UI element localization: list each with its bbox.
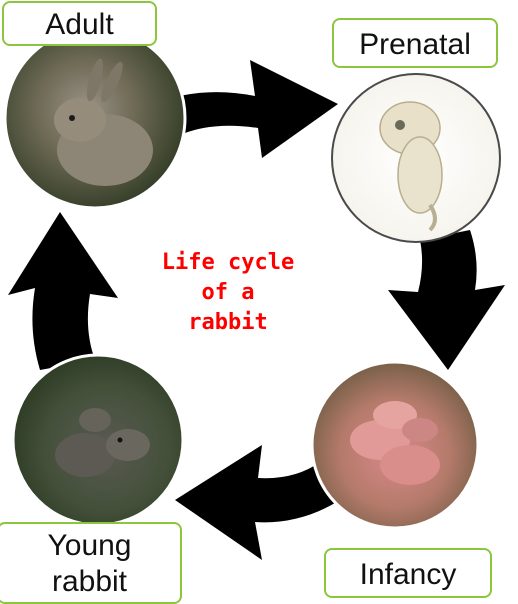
stage-label-prenatal: Prenatal	[332, 18, 498, 68]
stage-label-young-rabbit: Young rabbit	[0, 522, 182, 604]
stage-label-adult: Adult	[2, 1, 157, 46]
arrow-prenatal-to-infancy	[388, 230, 505, 370]
young-label-line-2: rabbit	[0, 564, 180, 600]
photo-young-rabbits	[13, 355, 183, 525]
photo-adult-rabbit	[5, 28, 185, 208]
young-label-line-1: Young	[0, 528, 180, 564]
title-line-2: of a	[148, 278, 308, 308]
arrow-young-to-adult	[8, 212, 118, 370]
stage-label-infancy: Infancy	[324, 548, 492, 598]
title-line-3: rabbit	[148, 308, 308, 338]
diagram-title: Life cycle of a rabbit	[148, 248, 308, 338]
photo-prenatal-embryo	[332, 74, 500, 242]
title-line-1: Life cycle	[148, 248, 308, 278]
photo-infancy-kits	[312, 362, 478, 528]
